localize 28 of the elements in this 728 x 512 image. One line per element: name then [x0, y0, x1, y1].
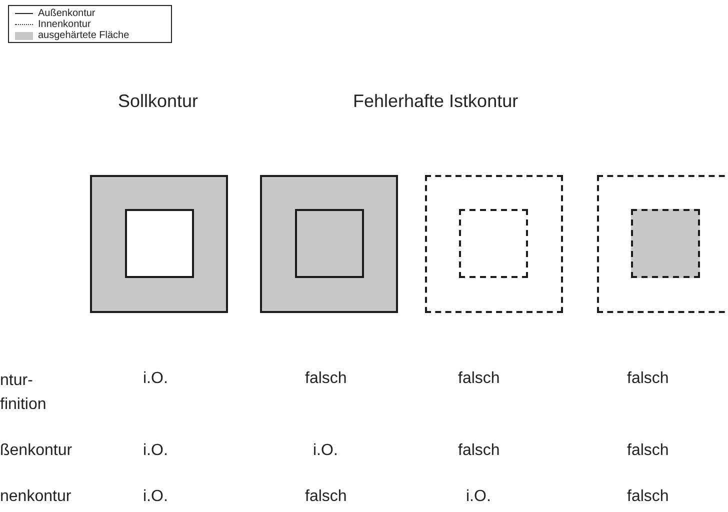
table-text: i.O.: [143, 487, 168, 506]
outer-contour-square: [597, 175, 728, 313]
table-text: falsch: [627, 369, 669, 388]
table-text: ßenkontur: [0, 441, 72, 460]
table-text: falsch: [458, 441, 500, 460]
table-text: nenkontur: [0, 487, 72, 506]
column-heading: Sollkontur: [118, 91, 198, 113]
table-text: falsch: [458, 369, 500, 388]
table-text: i.O.: [143, 441, 168, 460]
inner-contour-square: [631, 209, 700, 278]
outer-contour-square: [90, 175, 228, 313]
outer-contour-square: [425, 175, 563, 313]
outer-contour-square: [260, 175, 398, 313]
legend-label: Innenkontur: [38, 19, 91, 30]
legend-label: ausgehärtete Fläche: [38, 30, 130, 41]
inner-contour-square: [125, 209, 194, 278]
table-text: falsch: [627, 441, 669, 460]
table-text: i.O.: [466, 487, 491, 506]
table-text: ntur- finition: [0, 371, 48, 415]
inner-contour-square: [459, 209, 528, 278]
table-text: i.O.: [313, 441, 338, 460]
legend-label: Außenkontur: [38, 8, 96, 19]
inner-contour-square: [295, 209, 364, 278]
table-text: falsch: [305, 487, 347, 506]
table-text: falsch: [305, 369, 347, 388]
column-heading: Fehlerhafte Istkontur: [353, 91, 518, 113]
table-text: i.O.: [143, 369, 168, 388]
table-text: falsch: [627, 487, 669, 506]
